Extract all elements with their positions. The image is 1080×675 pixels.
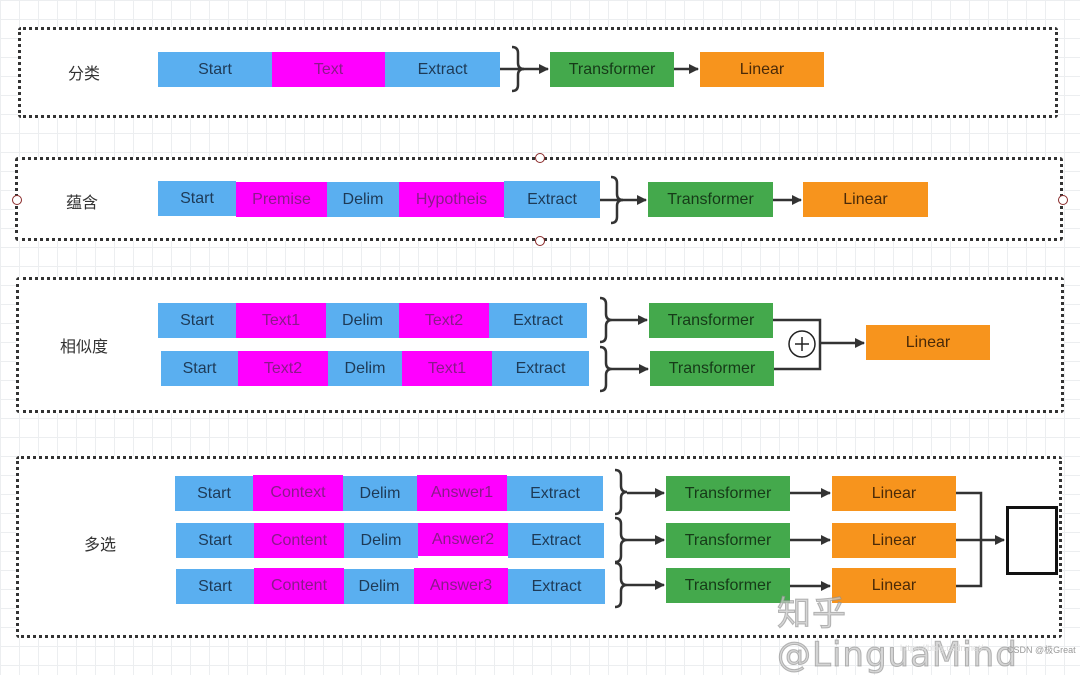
segment-text: Text <box>272 52 385 87</box>
token-extract: Extract <box>492 351 589 386</box>
token-extract: Extract <box>385 52 500 87</box>
transformer-block: Transformer <box>666 523 790 558</box>
transformer-block: Transformer <box>666 568 790 603</box>
token-extract: Extract <box>489 303 587 338</box>
token-start: Start <box>158 303 236 338</box>
linear-block: Linear <box>832 568 956 603</box>
section-label-multiple-choice: 多选 <box>84 535 117 554</box>
token-delim: Delim <box>327 182 399 217</box>
section-label-classification: 分类 <box>68 64 101 83</box>
segment-text1: Text1 <box>402 351 492 386</box>
segment-text2: Text2 <box>399 303 489 338</box>
token-extract: Extract <box>504 181 600 218</box>
segment-content: Content <box>254 568 344 604</box>
transformer-block: Transformer <box>650 351 774 386</box>
segment-context: Context <box>253 475 343 511</box>
segment-content: Content <box>254 523 344 558</box>
transformer-block: Transformer <box>648 182 773 217</box>
output-box <box>1006 506 1058 575</box>
selection-handle-left[interactable] <box>12 195 22 205</box>
watermark-zhihu: 知乎 @LinguaMind <box>777 594 1018 675</box>
segment-answer1: Answer1 <box>417 475 507 511</box>
watermark-csdn: CSDN @极Great <box>1007 645 1076 655</box>
transformer-block: Transformer <box>666 476 790 511</box>
linear-block: Linear <box>700 52 824 87</box>
selection-handle-right[interactable] <box>1058 195 1068 205</box>
segment-premise: Premise <box>236 182 327 217</box>
linear-block: Linear <box>832 523 956 558</box>
token-delim: Delim <box>344 569 414 604</box>
section-label-entailment: 蕴含 <box>66 193 99 212</box>
token-delim: Delim <box>328 351 402 386</box>
token-delim: Delim <box>326 303 399 338</box>
section-label-similarity: 相似度 <box>60 337 109 356</box>
token-delim: Delim <box>343 476 417 511</box>
token-start: Start <box>161 351 238 386</box>
watermark-url: https://blog.csdn.net/... <box>900 643 991 653</box>
token-start: Start <box>158 181 236 216</box>
token-extract: Extract <box>508 569 605 604</box>
token-extract: Extract <box>507 476 603 511</box>
linear-block: Linear <box>866 325 990 360</box>
selection-handle-bottom[interactable] <box>535 236 545 246</box>
token-start: Start <box>176 569 254 604</box>
transformer-block: Transformer <box>649 303 773 338</box>
token-start: Start <box>176 523 254 558</box>
selection-handle-top[interactable] <box>535 153 545 163</box>
segment-hypothesis: Hypotheis <box>399 182 504 217</box>
transformer-block: Transformer <box>550 52 674 87</box>
token-start: Start <box>175 476 253 511</box>
segment-answer2: Answer2 <box>418 523 508 556</box>
token-extract: Extract <box>508 523 604 558</box>
token-delim: Delim <box>344 523 418 558</box>
linear-block: Linear <box>803 182 928 217</box>
segment-text2: Text2 <box>238 351 328 386</box>
segment-text1: Text1 <box>236 303 326 338</box>
linear-block: Linear <box>832 476 956 511</box>
token-start: Start <box>158 52 272 87</box>
segment-answer3: Answer3 <box>414 568 508 604</box>
